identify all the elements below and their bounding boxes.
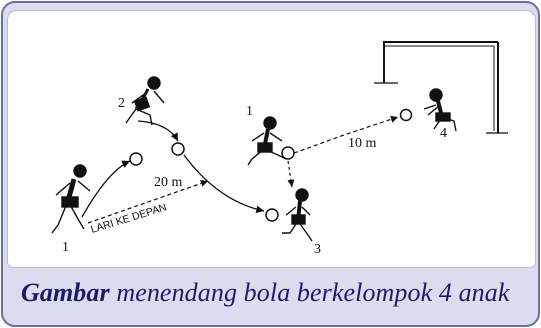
pass-arrow [183, 154, 265, 214]
ball-icon [265, 208, 279, 222]
soccer-drill-illustration: 2 1 1 [51, 41, 508, 257]
ball-icon [129, 152, 143, 166]
player-4-label: 4 [440, 126, 447, 141]
player-1-left-label: 1 [62, 240, 69, 255]
ball-icon [171, 142, 185, 156]
distance-10m-label: 10 m [348, 136, 377, 151]
distance-20m-label: 20 m [154, 175, 183, 190]
figure-caption: Gambar menendang bola berkelompok 4 anak [21, 278, 531, 308]
run-arrow [87, 179, 209, 224]
shot-arrow [293, 115, 399, 154]
player-1-center-label: 1 [246, 104, 253, 119]
run-forward-label: LARI KE DEPAN [89, 201, 168, 235]
player-3-icon [282, 188, 313, 242]
player-2-icon [125, 76, 165, 126]
ball-icon [399, 108, 413, 122]
player-2-label: 2 [118, 96, 125, 111]
ball-icon [281, 146, 295, 160]
player-3-label: 3 [314, 242, 321, 257]
player-1-center-icon [247, 116, 287, 166]
pass-arrow [137, 120, 179, 142]
caption-lead: Gambar [21, 278, 110, 307]
goal-icon [374, 41, 508, 134]
pass-arrow [287, 160, 295, 188]
illustration-panel: 2 1 1 [7, 10, 536, 268]
player-4-goalkeeper-icon [423, 88, 457, 132]
pass-arrow [81, 160, 131, 218]
player-1-left-icon [51, 164, 91, 234]
caption-text: menendang bola berkelompok 4 anak [109, 278, 510, 307]
